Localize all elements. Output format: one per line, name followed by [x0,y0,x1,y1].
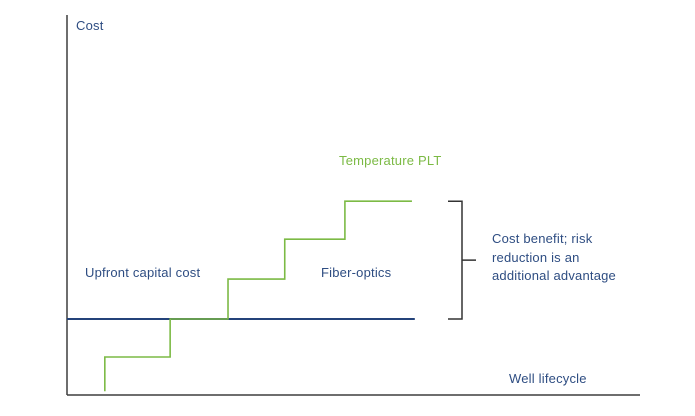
temperature-plt-step-line [104,200,412,392]
benefit-annotation-line: Cost benefit; risk [492,231,593,246]
benefit-annotation-line: additional advantage [492,268,616,283]
benefit-annotation-line: reduction is an [492,249,580,265]
fiber-optics-label: Fiber-optics [321,265,392,280]
x-axis-label: Well lifecycle [509,371,587,386]
upfront-capital-cost-label: Upfront capital cost [85,265,201,280]
benefit-bracket [448,200,476,320]
benefit-annotation: Cost benefit; risk reduction is an addit… [492,230,662,286]
y-axis-label: Cost [76,18,104,33]
temperature-plt-label: Temperature PLT [339,153,442,168]
